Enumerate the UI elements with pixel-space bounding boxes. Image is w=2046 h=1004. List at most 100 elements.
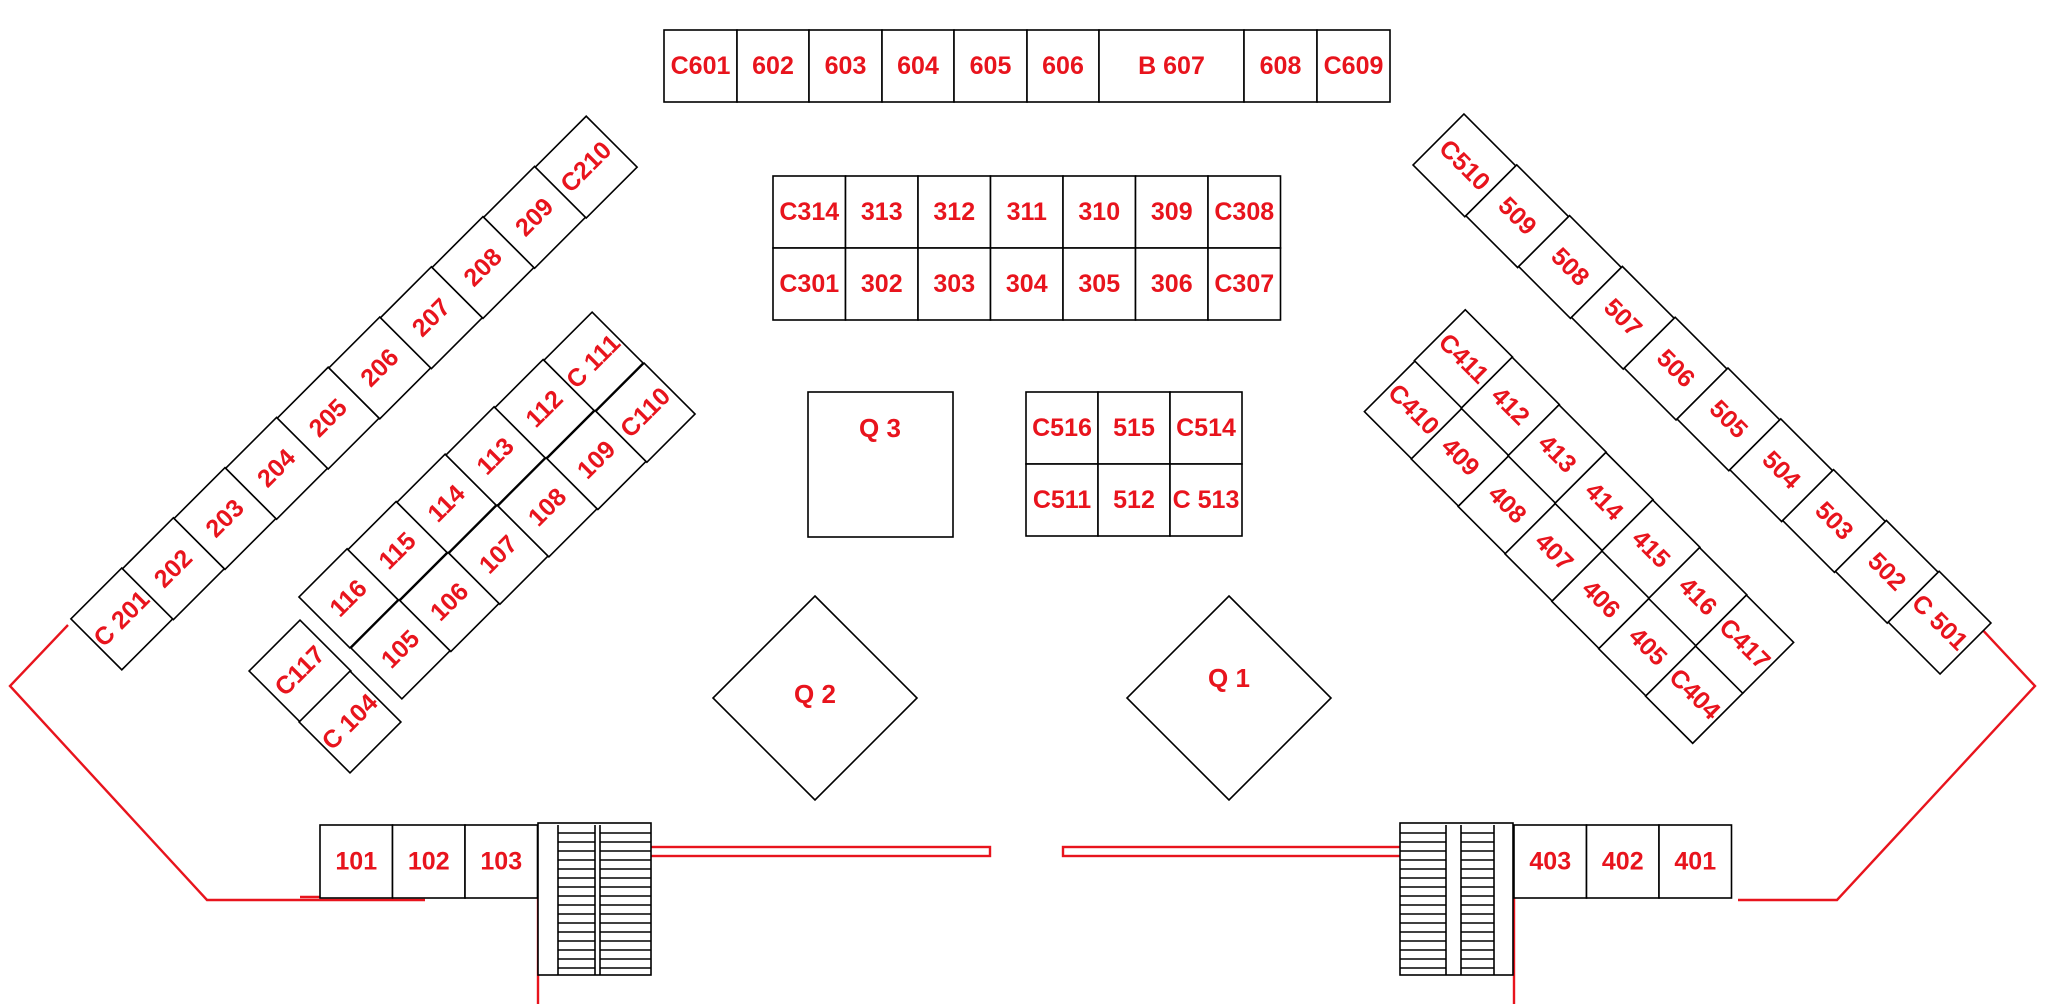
booth-605[interactable]: 605 <box>953 29 1028 103</box>
booth-207[interactable]: 207 <box>379 265 484 370</box>
booth-102[interactable]: 102 <box>391 824 466 899</box>
booth-112[interactable]: 112 <box>493 358 596 460</box>
booth-label: C601 <box>671 52 731 80</box>
booth-413[interactable]: 413 <box>1506 403 1608 505</box>
booth-c513[interactable]: C 513 <box>1169 463 1243 537</box>
booth-103[interactable]: 103 <box>464 824 539 899</box>
booth-203[interactable]: 203 <box>172 466 278 571</box>
booth-outline <box>1207 247 1282 321</box>
booth-label: C511 <box>1033 486 1091 514</box>
booth-label: C514 <box>1176 414 1236 442</box>
booth-512[interactable]: 512 <box>1097 463 1171 537</box>
booth-c308[interactable]: C308 <box>1207 175 1282 249</box>
booth-label: 313 <box>861 198 903 226</box>
booth-c307[interactable]: C307 <box>1207 247 1282 321</box>
booth-105[interactable]: 105 <box>349 598 452 701</box>
booth-label: 512 <box>1113 486 1155 514</box>
booth-209[interactable]: 209 <box>482 165 587 270</box>
booth-313[interactable]: 313 <box>844 175 919 249</box>
booth-606[interactable]: 606 <box>1026 29 1100 103</box>
booth-402[interactable]: 402 <box>1585 824 1660 899</box>
booth-outline <box>989 247 1064 321</box>
booth-label: 309 <box>1151 198 1193 226</box>
booth-c111[interactable]: C 111 <box>542 310 645 413</box>
booth-outline <box>1694 594 1795 695</box>
booth-label: C609 <box>1324 52 1384 80</box>
staircase-right <box>1399 822 1514 976</box>
booth-c104[interactable]: C 104 <box>297 669 403 775</box>
booth-302[interactable]: 302 <box>844 247 919 321</box>
booth-202[interactable]: 202 <box>121 516 226 621</box>
booth-outline <box>663 29 738 103</box>
booth-c516[interactable]: C516 <box>1025 391 1099 465</box>
booth-107[interactable]: 107 <box>447 503 550 606</box>
area-q1: Q 1 <box>1125 594 1333 802</box>
booth-label: 306 <box>1151 270 1193 298</box>
area-q3: Q 3 <box>807 391 954 538</box>
booth-outline <box>808 29 883 103</box>
booth-c501[interactable]: C 501 <box>1887 570 1993 676</box>
booth-label: 401 <box>1674 848 1716 876</box>
booth-label: 402 <box>1602 848 1644 876</box>
booth-109[interactable]: 109 <box>545 409 648 511</box>
booth-113[interactable]: 113 <box>444 405 547 508</box>
booth-114[interactable]: 114 <box>395 452 498 555</box>
booth-403[interactable]: 403 <box>1513 824 1588 899</box>
booth-outline <box>1097 391 1171 465</box>
booth-c301[interactable]: C301 <box>772 247 847 321</box>
booth-303[interactable]: 303 <box>917 247 992 321</box>
booth-c201[interactable]: C 201 <box>69 566 174 671</box>
booth-204[interactable]: 204 <box>224 416 329 521</box>
booth-c417[interactable]: C417 <box>1694 594 1795 695</box>
booth-outline <box>542 310 645 413</box>
booth-101[interactable]: 101 <box>319 824 394 899</box>
booth-414[interactable]: 414 <box>1553 451 1655 552</box>
booth-304[interactable]: 304 <box>989 247 1064 321</box>
booth-206[interactable]: 206 <box>327 315 432 420</box>
booth-312[interactable]: 312 <box>917 175 992 249</box>
booth-602[interactable]: 602 <box>736 29 810 103</box>
booth-c511[interactable]: C511 <box>1025 463 1099 537</box>
booth-outline <box>464 824 539 899</box>
booth-603[interactable]: 603 <box>808 29 883 103</box>
booth-310[interactable]: 310 <box>1062 175 1137 249</box>
booth-outline <box>297 669 403 775</box>
booth-outline <box>1098 29 1245 103</box>
booth-outline <box>594 361 697 464</box>
booth-label: 403 <box>1529 848 1571 876</box>
booth-309[interactable]: 309 <box>1134 175 1209 249</box>
booth-115[interactable]: 115 <box>346 500 449 602</box>
booth-outline <box>1026 29 1100 103</box>
booth-c210[interactable]: C210 <box>534 115 639 220</box>
booth-108[interactable]: 108 <box>496 456 599 559</box>
booth-label: 305 <box>1078 270 1120 298</box>
booth-outline <box>1097 463 1171 537</box>
booth-outline <box>1658 824 1733 899</box>
booth-c609[interactable]: C609 <box>1316 29 1391 103</box>
booth-306[interactable]: 306 <box>1134 247 1209 321</box>
booth-outline <box>391 824 466 899</box>
booth-c411[interactable]: C411 <box>1413 308 1514 409</box>
booth-outline <box>1062 247 1137 321</box>
booth-401[interactable]: 401 <box>1658 824 1733 899</box>
booth-c514[interactable]: C514 <box>1169 391 1243 465</box>
booth-b607[interactable]: B 607 <box>1098 29 1245 103</box>
booth-label: 608 <box>1260 52 1302 80</box>
booth-outline <box>1316 29 1391 103</box>
booth-outline <box>772 247 847 321</box>
booth-c314[interactable]: C314 <box>772 175 847 249</box>
booth-515[interactable]: 515 <box>1097 391 1171 465</box>
booth-c601[interactable]: C601 <box>663 29 738 103</box>
booth-305[interactable]: 305 <box>1062 247 1137 321</box>
booth-c110[interactable]: C110 <box>594 361 697 464</box>
area-q1-label: Q 1 <box>1208 663 1250 693</box>
booth-outline <box>917 175 992 249</box>
booth-608[interactable]: 608 <box>1243 29 1318 103</box>
booth-311[interactable]: 311 <box>989 175 1064 249</box>
booth-outline <box>1887 570 1993 676</box>
booth-604[interactable]: 604 <box>881 29 955 103</box>
booth-416[interactable]: 416 <box>1647 546 1748 647</box>
booth-label: C314 <box>779 198 839 226</box>
booth-label: C307 <box>1214 270 1274 298</box>
